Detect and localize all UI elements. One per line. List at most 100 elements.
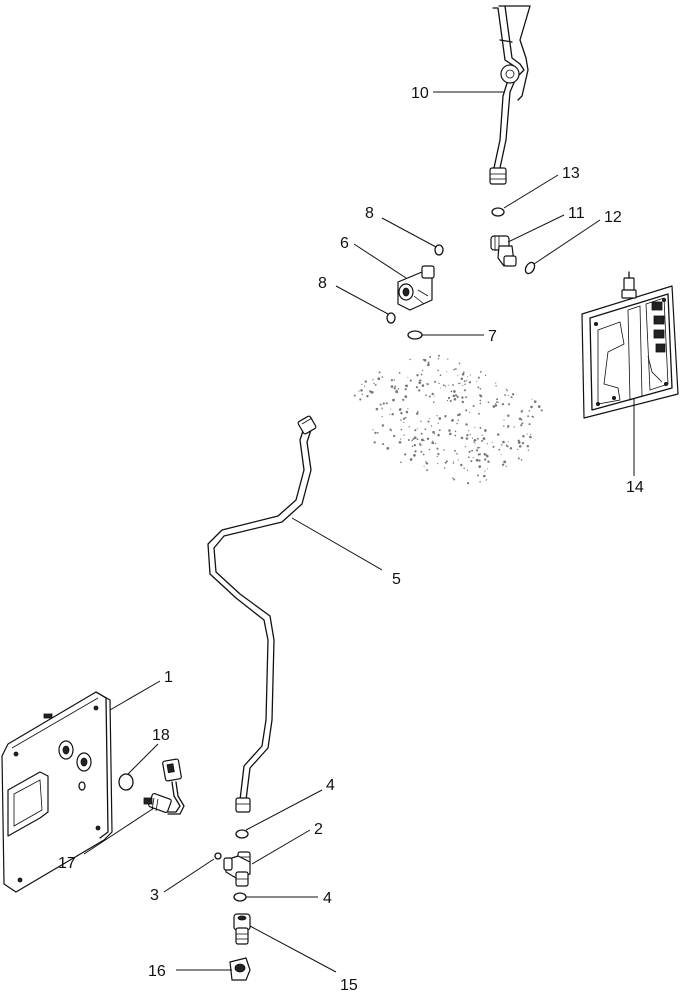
ghost-speck (502, 440, 505, 444)
ghost-speck (409, 458, 413, 461)
ghost-speck (461, 400, 465, 404)
part-12-o-ring (524, 261, 536, 275)
ghost-speck (533, 400, 537, 403)
ghost-speck (392, 398, 395, 402)
ghost-speck (494, 404, 498, 407)
ghost-speck (461, 396, 464, 399)
callout-16: 16 (148, 963, 166, 980)
ghost-speck (416, 374, 419, 377)
ghost-speck (437, 433, 440, 437)
ghost-speck (393, 379, 396, 381)
ghost-speck (471, 449, 473, 452)
ghost-speck (510, 396, 513, 399)
leader-lines (83, 91, 635, 973)
ghost-speck (414, 450, 417, 453)
ghost-speck (477, 376, 480, 379)
ghost-speck (423, 358, 427, 362)
ghost-speck (425, 461, 427, 463)
ghost-speck (452, 462, 454, 464)
callout-17: 17 (58, 855, 76, 872)
part-4-o-ring-upper (235, 829, 249, 839)
ghost-speck (526, 444, 530, 448)
ghost-speck (473, 441, 475, 443)
ghost-speck (425, 462, 429, 465)
callout-12: 12 (604, 209, 622, 226)
ghost-speck (421, 438, 424, 442)
leader-4a (245, 789, 323, 831)
ghost-speck (437, 422, 439, 424)
ghost-speck (444, 461, 447, 464)
ghost-speck (474, 426, 476, 428)
ghost-speck (457, 413, 460, 417)
ghost-speck (477, 446, 480, 449)
part-18-o-ring (118, 773, 134, 791)
ghost-speck (448, 384, 450, 386)
callout-7: 7 (488, 328, 497, 345)
ghost-speck (492, 445, 495, 448)
ghost-speck (458, 382, 460, 385)
ghost-speck (394, 385, 397, 388)
ghost-speck (443, 449, 445, 451)
ghost-speck (436, 415, 438, 417)
callout-5: 5 (392, 571, 401, 588)
ghost-speck (462, 384, 464, 387)
ghost-speck (518, 445, 522, 448)
ghost-speck (382, 402, 385, 405)
ghost-speck (503, 425, 505, 427)
ghost-speck (484, 374, 487, 377)
ghost-speck (509, 447, 513, 450)
ghost-speck (374, 431, 377, 435)
ghost-speck (426, 469, 429, 472)
ghost-speck (402, 399, 405, 401)
part-3-ball (214, 852, 222, 860)
ghost-speck (513, 426, 515, 428)
ghost-speck (504, 394, 507, 396)
ghost-speck (430, 425, 433, 427)
ghost-speck (453, 478, 456, 481)
ghost-speck (408, 426, 410, 428)
ghost-speck (457, 374, 459, 376)
ghost-speck (438, 429, 441, 432)
ghost-speck (372, 379, 374, 381)
ghost-speck (403, 434, 405, 436)
ghost-speck (466, 481, 470, 485)
ghost-speck (449, 432, 452, 436)
ghost-speck (426, 437, 430, 441)
ghost-speck (466, 434, 469, 437)
ghost-speck (496, 398, 499, 401)
ghost-speck (438, 382, 440, 385)
leader-1 (109, 680, 161, 711)
ghost-speck (415, 386, 418, 389)
ghost-speck (390, 408, 392, 410)
ghost-speck (528, 410, 531, 412)
ghost-speck (437, 369, 440, 372)
leader-6 (353, 243, 407, 279)
callout-4-lower: 4 (323, 890, 332, 907)
ghost-speck (437, 452, 440, 456)
ghost-speck (431, 441, 435, 445)
ghost-speck (390, 429, 392, 432)
leader-8a (381, 217, 437, 248)
ghost-speck (437, 462, 439, 465)
ghost-speck (481, 439, 484, 442)
ghost-speck (472, 405, 475, 407)
ghost-speck (407, 439, 410, 441)
ghost-speck (398, 440, 402, 444)
ghost-speck (479, 447, 481, 449)
ghost-speck (443, 467, 446, 469)
ghost-speck (451, 419, 454, 422)
ghost-speck (447, 358, 449, 360)
ghost-speck (358, 390, 360, 392)
ghost-speck (495, 403, 497, 405)
ghost-speck (528, 423, 531, 426)
ghost-speck (418, 442, 421, 445)
ghost-speck (400, 428, 403, 431)
ghost-speck (526, 433, 528, 435)
callout-4-upper: 4 (326, 777, 335, 794)
ghost-speck (364, 380, 367, 383)
ghost-speck (486, 454, 489, 458)
part-10-tube (489, 5, 531, 185)
ghost-speck (423, 439, 425, 442)
ghost-speck (478, 459, 481, 462)
ghost-speck (503, 419, 505, 421)
